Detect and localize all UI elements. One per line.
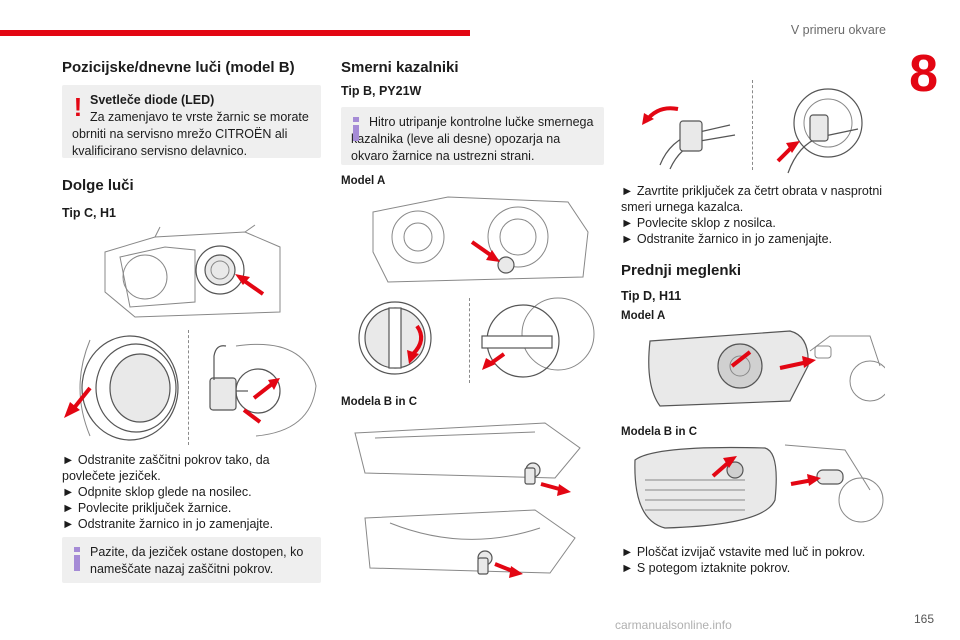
section-title-high-beam: Dolge luči: [62, 177, 134, 194]
step-4: ► Odstranite žarnico in jo zamenjajte.: [62, 517, 274, 531]
step-3: ► Povlecite priključek žarnice.: [62, 501, 232, 515]
section-title-fog-lights: Prednji meglenki: [621, 262, 742, 279]
fog-light-bc-illustration: [634, 444, 884, 529]
step-2: ► S potegom iztaknite pokrov.: [621, 561, 791, 575]
indicator-cap-illustration: [358, 301, 432, 375]
header-accent-bar: [0, 30, 470, 36]
info-text-indicator: Hitro utripanje kontrolne lučke smernega…: [351, 115, 594, 163]
warning-box: ! Svetleče diode (LED) Za zamenjavo te v…: [62, 85, 321, 158]
indicator-headlamp-illustration: [372, 196, 589, 283]
step-1: ► Ploščat izvijač vstavite med luč in po…: [621, 545, 866, 559]
headlamp-illustration: [104, 224, 281, 318]
caption-fog-model-a: Model A: [621, 310, 666, 322]
section-title-position-lights: Pozicijske/dnevne luči (model B): [62, 59, 295, 76]
warning-icon: !: [73, 92, 83, 122]
connector-turn-illustration: [642, 106, 736, 170]
fog-light-a-illustration: [648, 330, 885, 407]
info-text-tab: Pazite, da jeziček ostane dostopen, ko n…: [90, 545, 304, 576]
section-title-indicators: Smerni kazalniki: [341, 59, 459, 76]
high-beam-steps: ► Odstranite zaščitni pokrov tako, da po…: [62, 452, 324, 532]
step-1: ► Odstranite zaščitni pokrov tako, da po…: [62, 453, 270, 483]
watermark: carmanualsonline.info: [615, 618, 732, 632]
info-box-tab: Pazite, da jeziček ostane dostopen, ko n…: [62, 537, 321, 583]
figure-separator: [469, 298, 470, 383]
page-number: 165: [913, 612, 934, 626]
caption-models-b-c: Modela B in C: [341, 396, 418, 408]
figure-separator: [752, 80, 753, 170]
indicator-socket-illustration: [481, 297, 595, 378]
indicator-type: Tip B, PY21W: [341, 84, 422, 98]
caption-model-a: Model A: [341, 175, 386, 187]
info-icon: [353, 117, 359, 141]
chapter-number: 8: [909, 45, 938, 103]
warning-title: Svetleče diode (LED): [90, 93, 215, 107]
cover-removal-illustration: [64, 335, 179, 441]
indicator-steps: ► Zavrtite priključek za četrt obrata v …: [621, 183, 891, 247]
info-box-indicator: Hitro utripanje kontrolne lučke smernega…: [341, 107, 604, 165]
step-2: ► Povlecite sklop z nosilca.: [621, 216, 776, 230]
bulb-connector-illustration: [209, 343, 317, 437]
fog-light-steps: ► Ploščat izvijač vstavite med luč in po…: [621, 544, 891, 576]
indicator-headlamp-bc-illustration: [354, 422, 581, 578]
step-1: ► Zavrtite priključek za četrt obrata v …: [621, 184, 883, 214]
chapter-title: V primeru okvare: [790, 23, 886, 37]
assembly-pull-illustration: [776, 88, 863, 174]
warning-text: Za zamenjavo te vrste žarnic se morate o…: [72, 110, 309, 158]
step-2: ► Odpnite sklop glede na nosilec.: [62, 485, 252, 499]
fog-light-type: Tip D, H11: [621, 289, 682, 303]
caption-fog-models-b-c: Modela B in C: [621, 426, 698, 438]
step-3: ► Odstranite žarnico in jo zamenjajte.: [621, 232, 833, 246]
high-beam-type: Tip C, H1: [62, 206, 116, 220]
figure-separator: [188, 330, 189, 445]
info-icon: [74, 547, 80, 571]
